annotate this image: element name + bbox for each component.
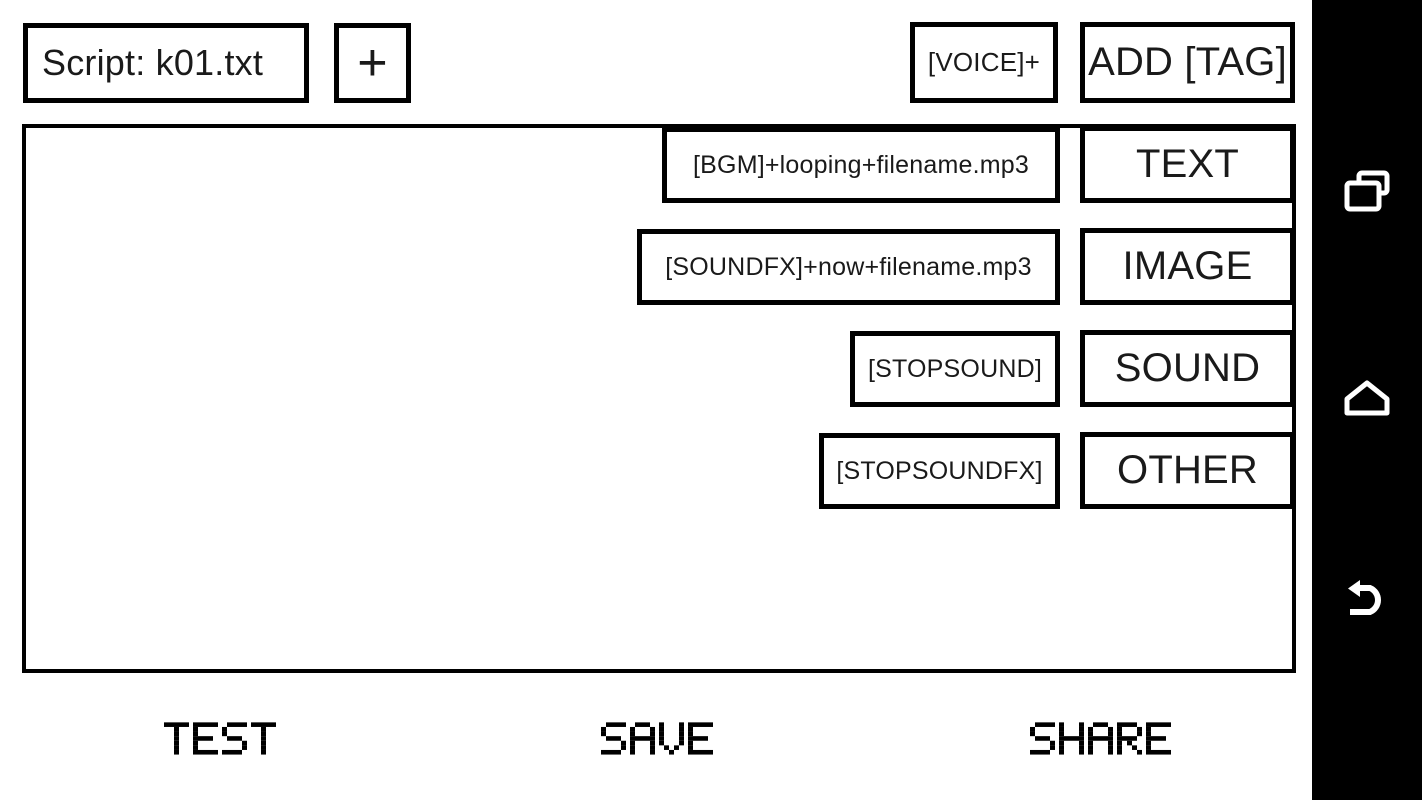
tag-suggestion-bgm[interactable]: [BGM]+looping+filename.mp3 bbox=[662, 127, 1060, 203]
nav-recents-button[interactable] bbox=[1312, 150, 1422, 236]
save-button[interactable] bbox=[557, 718, 757, 758]
voice-tag-button[interactable]: [VOICE]+ bbox=[910, 22, 1058, 103]
category-button-image[interactable]: IMAGE bbox=[1080, 228, 1295, 305]
back-icon bbox=[1340, 576, 1394, 627]
tag-suggestion-soundfx[interactable]: [SOUNDFX]+now+filename.mp3 bbox=[637, 229, 1060, 305]
add-tag-button[interactable]: ADD [TAG] bbox=[1080, 22, 1295, 103]
category-button-other[interactable]: OTHER bbox=[1080, 432, 1295, 509]
category-button-text[interactable]: TEXT bbox=[1080, 126, 1295, 203]
nav-back-button[interactable] bbox=[1312, 558, 1422, 644]
save-button-label bbox=[601, 721, 713, 755]
recents-icon bbox=[1341, 167, 1393, 220]
script-name-field[interactable]: Script: k01.txt bbox=[23, 23, 309, 103]
test-button-label bbox=[164, 721, 276, 755]
tag-suggestion-stopsoundfx[interactable]: [STOPSOUNDFX] bbox=[819, 433, 1060, 509]
category-button-sound[interactable]: SOUND bbox=[1080, 330, 1295, 407]
share-button-label bbox=[1029, 721, 1171, 755]
share-button[interactable] bbox=[1000, 718, 1200, 758]
home-icon bbox=[1341, 377, 1393, 426]
tag-suggestion-stopsound[interactable]: [STOPSOUND] bbox=[850, 331, 1060, 407]
test-button[interactable] bbox=[120, 718, 320, 758]
add-script-button[interactable]: + bbox=[334, 23, 411, 103]
nav-home-button[interactable] bbox=[1312, 358, 1422, 444]
android-navigation-bar bbox=[1312, 0, 1422, 800]
